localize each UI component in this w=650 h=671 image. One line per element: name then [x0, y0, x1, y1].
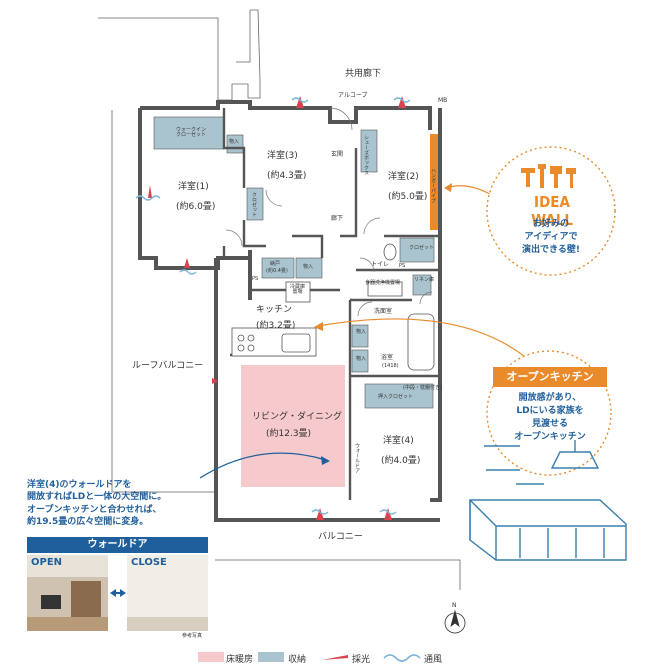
- walkin-closet-label: ウォークイン クローゼット: [176, 127, 207, 138]
- photo-panel-title: ウォールドア: [27, 537, 208, 553]
- closet3-block: [246, 187, 264, 221]
- open-close-arrow-icon: [110, 589, 126, 597]
- hanger-pipe-label: ハンガーパイプ: [430, 168, 436, 203]
- stove-burner: [237, 334, 245, 342]
- room-western4-area: (約4.0畳): [381, 456, 421, 466]
- storage-wash-block: [351, 324, 369, 348]
- toilet-label: トイレ: [371, 261, 390, 268]
- pantry-label: 納戸: [270, 261, 281, 267]
- room-kitchen-name: キッチン: [256, 305, 293, 315]
- open-kitchen-line3: 見渡せる: [531, 419, 568, 429]
- pantry-area-label: (約0.4畳): [266, 268, 288, 274]
- storage-wash2-block: [351, 349, 369, 373]
- walkin-closet-block: [153, 116, 225, 150]
- storage-closet4-block: [364, 383, 434, 409]
- room-western4-name: 洋室(4): [383, 436, 414, 446]
- idea-wall-title: IDEA WALL: [531, 193, 573, 229]
- open-kitchen-line4: オープンキッチン: [514, 432, 586, 442]
- legend-ventilation-icon: [383, 654, 421, 662]
- idea-wall-bar: [430, 134, 438, 230]
- ps2-label: PS: [399, 263, 406, 269]
- compass-icon: [444, 609, 466, 634]
- bathtub: [407, 313, 435, 371]
- hallway-label: 廊下: [331, 215, 344, 222]
- open-kitchen-line1: 開放感があり、: [518, 393, 582, 403]
- wall-door-note-line1: 洋室(4)のウォールドアを: [27, 480, 132, 490]
- legend-daylight: 採光: [352, 655, 371, 665]
- room-living-name: リビング・ダイニング: [252, 412, 343, 422]
- idea-wall-circle: [486, 146, 616, 276]
- storage-wash-label: 物入: [356, 329, 367, 335]
- room-western3-area: (約4.3畳): [267, 171, 307, 181]
- alcove-label: アルコーブ: [338, 92, 368, 99]
- kitchen-illustration-icon: [469, 440, 627, 561]
- legend-floor-heating: 床暖房: [226, 655, 254, 665]
- storage-hall-block: [295, 257, 323, 279]
- dishwasher-label: 食器洗浄機置場: [365, 280, 401, 286]
- idea-wall-line3: 演出できる壁!: [522, 245, 580, 255]
- bath-size-label: (1418): [382, 363, 399, 369]
- wall-door-note-line4: 約19.5畳の広々空間に変身。: [27, 517, 149, 528]
- roof-balcony-label: ルーフバルコニー: [132, 361, 204, 371]
- legend-storage-swatch: [258, 652, 284, 662]
- room-living-area: (約12.3畳): [266, 429, 312, 439]
- shoes-box-label: シューズボックス: [363, 135, 369, 175]
- legend-floor-heating-swatch: [198, 652, 224, 662]
- storage-linen-block: [412, 274, 432, 296]
- wall-door-note-line2: 開放すればLDと一体の大空間に。: [27, 492, 167, 503]
- open-photo-label: OPEN: [31, 557, 63, 568]
- wall-door-label: ウォールドア: [354, 443, 360, 473]
- storage-label: 物入: [229, 139, 240, 145]
- mb-label: MB: [438, 97, 448, 104]
- pantry-block: [261, 257, 295, 279]
- photo-caption: 参考写真: [182, 633, 203, 639]
- sink: [281, 333, 311, 353]
- closet-label: クロゼット: [251, 192, 257, 217]
- legend-storage: 収納: [288, 655, 307, 665]
- compass-label: N: [452, 602, 457, 609]
- balcony-label: バルコニー: [318, 532, 363, 542]
- floor-heating-area: [241, 365, 345, 487]
- room-western3-name: 洋室(3): [267, 151, 298, 161]
- wall-door-arrow: [199, 452, 327, 479]
- open-photo: OPEN: [27, 555, 108, 631]
- toilet-bowl: [383, 243, 397, 261]
- room-western1-name: 洋室(1): [178, 182, 209, 192]
- ps-label: PS: [252, 276, 259, 282]
- close-photo-label: CLOSE: [131, 557, 167, 568]
- shoes-box-block: [360, 129, 378, 173]
- upper-closet-label: (中段・枕棚付き): [403, 385, 442, 391]
- entrance-label: 玄関: [331, 151, 344, 158]
- tools-icon: [521, 164, 576, 188]
- washroom-label: 洗面室: [374, 308, 393, 315]
- fridge-space: [285, 281, 311, 303]
- wash-basin: [367, 281, 403, 297]
- storage-hall-label: 物入: [303, 264, 314, 270]
- open-kitchen-arrow: [317, 318, 541, 371]
- storage-wash2-label: 物入: [356, 356, 367, 362]
- room-western2-area: (約5.0畳): [388, 192, 428, 202]
- bath-label: 浴室: [381, 354, 394, 361]
- linen-label: リネン庫: [414, 277, 435, 283]
- room-kitchen-area: (約3.2畳): [256, 321, 296, 331]
- open-kitchen-line2: LDにいる家族を: [516, 406, 584, 416]
- close-photo: CLOSE: [127, 555, 208, 631]
- closet2-block: [399, 237, 435, 263]
- idea-wall-line2: アイディアで: [524, 232, 578, 242]
- room-western1-area: (約6.0畳): [176, 202, 216, 212]
- closet2-label: クロゼット: [409, 245, 435, 251]
- idea-wall-line1: お好みの: [532, 219, 569, 229]
- corridor-label: 共用廊下: [345, 69, 382, 79]
- storage-closet-label: 押入クロゼット: [378, 394, 414, 400]
- wall-door-note-line3: オープンキッチンと合わせれば、: [27, 504, 162, 515]
- room-western2-name: 洋室(2): [388, 172, 419, 182]
- legend-daylight-icon: [322, 655, 348, 660]
- wall-door-note: 洋室(4)のウォールドアを 開放すればLDと一体の大空間に。 オープンキッチンと…: [27, 479, 166, 529]
- legend-ventilation: 通風: [424, 655, 443, 665]
- fridge-label: 冷蔵庫 置場: [290, 284, 306, 295]
- open-kitchen-badge: オープンキッチン: [493, 367, 607, 387]
